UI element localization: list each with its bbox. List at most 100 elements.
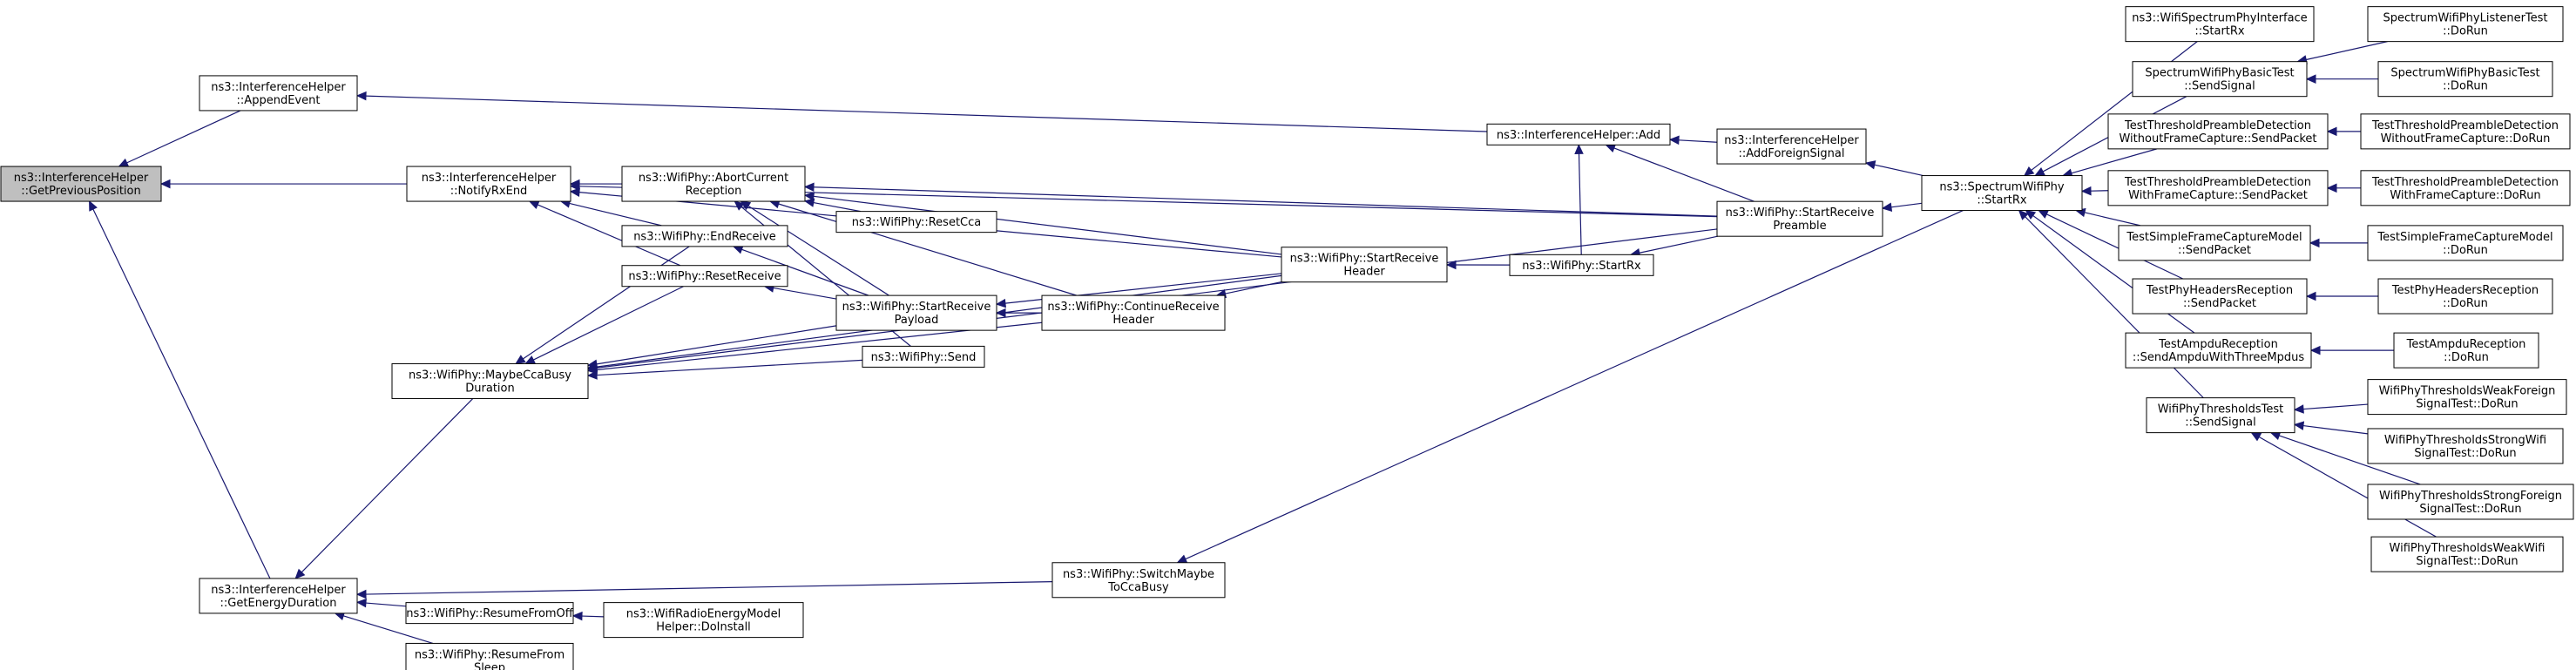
arrowhead-icon (2293, 421, 2305, 430)
call-edge-tpdwo-to-spectrum (2071, 148, 2158, 174)
call-edge-preamble-to-ihadd (1613, 147, 1755, 202)
function-node-strongforeign[interactable]: WifiPhyThresholdsStrongForeignSignalTest… (2367, 484, 2574, 520)
node-box (2377, 278, 2553, 315)
function-node-headersrun[interactable]: TestPhyHeadersReception::DoRun (2377, 278, 2553, 315)
node-box (1486, 123, 1671, 146)
arrowhead-icon (528, 200, 540, 210)
node-label: WifiPhyThresholdsWeakWifi (2390, 542, 2546, 555)
function-node-ihadd[interactable]: ns3::InterferenceHelper::Add (1486, 123, 1671, 146)
node-label: WifiPhyThresholdsStrongForeign (2379, 490, 2562, 503)
function-node-resetcca[interactable]: ns3::WifiPhy::ResetCca (835, 211, 997, 233)
function-node-headers[interactable]: TestPhyHeadersReception::SendPacket (2132, 278, 2308, 315)
node-label: ::AddForeignSignal (1739, 147, 1845, 160)
function-node-basicrun[interactable]: SpectrumWifiPhyBasicTest::DoRun (2377, 61, 2553, 98)
node-label: ns3::InterferenceHelper::Add (1497, 129, 1660, 142)
node-box (2132, 278, 2308, 315)
call-edge-listener-to-basic (2306, 41, 2388, 61)
function-node-resumeoff[interactable]: ns3::WifiPhy::ResumeFromOff (405, 602, 574, 625)
function-node-root[interactable]: ns3::InterferenceHelper::GetPreviousPosi… (0, 166, 162, 202)
node-label: ::SendSignal (2185, 416, 2255, 430)
function-node-listener[interactable]: SpectrumWifiPhyListenerTest::DoRun (2367, 6, 2564, 43)
function-node-notify[interactable]: ns3::InterferenceHelper::NotifyRxEnd (406, 166, 571, 202)
node-label: ns3::InterferenceHelper (422, 172, 557, 185)
node-label: ::DoRun (2443, 80, 2488, 93)
node-label: TestAmpduReception (2158, 338, 2278, 351)
function-node-ampdurun[interactable]: TestAmpduReception::DoRun (2393, 332, 2539, 369)
node-box (1281, 247, 1448, 283)
node-label: ns3::WifiPhy::StartReceive (1290, 253, 1439, 266)
arrowhead-icon (2305, 291, 2316, 301)
function-node-foreign[interactable]: ns3::InterferenceHelper::AddForeignSigna… (1716, 128, 1867, 165)
call-edge-foreign-to-ihadd (1678, 139, 1718, 143)
function-node-basic[interactable]: SpectrumWifiPhyBasicTest::SendSignal (2132, 61, 2308, 98)
node-label: WifiPhyThresholdsWeakForeign (2379, 385, 2556, 398)
call-edge-switchcca-to-energy (365, 580, 1053, 595)
node-label: TestThresholdPreambleDetection (2124, 119, 2311, 132)
arrowhead-icon (1176, 554, 1188, 564)
function-node-spectrum[interactable]: ns3::SpectrumWifiPhy::StartRx (1921, 175, 2083, 212)
function-node-tpdw[interactable]: TestThresholdPreambleDetectionWithFrameC… (2107, 170, 2329, 206)
node-label: ::NotifyRxEnd (450, 185, 528, 198)
function-node-send[interactable]: ns3::WifiPhy::Send (862, 345, 985, 368)
arrowhead-icon (1574, 144, 1584, 154)
function-node-simplefcrun[interactable]: TestSimpleFrameCaptureModel::DoRun (2367, 225, 2564, 261)
function-node-ampdu[interactable]: TestAmpduReception::SendAmpduWithThreeMp… (2125, 332, 2312, 369)
function-node-radio[interactable]: ns3::WifiRadioEnergyModelHelper::DoInsta… (603, 602, 804, 639)
node-label: TestThresholdPreambleDetection (2371, 176, 2559, 189)
arrowhead-icon (515, 355, 526, 365)
call-edge-ihadd-to-append (365, 95, 1488, 132)
arrowhead-icon (2293, 404, 2304, 414)
node-box (2118, 225, 2311, 261)
node-box (199, 578, 358, 614)
node-label: ns3::InterferenceHelper (14, 172, 149, 185)
function-node-endrx[interactable]: ns3::WifiPhy::EndReceive (621, 225, 788, 247)
node-label: Duration (465, 382, 514, 395)
function-node-resetrx[interactable]: ns3::WifiPhy::ResetReceive (621, 265, 788, 288)
function-node-append[interactable]: ns3::InterferenceHelper::AppendEvent (199, 75, 358, 112)
arrowhead-icon (2038, 210, 2049, 219)
node-box (2125, 332, 2312, 369)
node-label: ::StartRx (2194, 25, 2245, 38)
node-label: ns3::InterferenceHelper (211, 584, 346, 597)
node-label: ns3::WifiPhy::StartReceive (842, 301, 991, 314)
node-box (603, 602, 804, 639)
node-label: WifiPhyThresholdsStrongWifi (2384, 434, 2546, 447)
function-node-tpdwo[interactable]: TestThresholdPreambleDetectionWithoutFra… (2107, 113, 2329, 150)
node-box (862, 345, 985, 368)
function-node-weakwifi[interactable]: WifiPhyThresholdsWeakWifiSignalTest::DoR… (2370, 536, 2564, 572)
node-label: ns3::WifiPhy::StartRx (1522, 260, 1641, 273)
node-box (2367, 379, 2567, 416)
function-node-tpdwrun[interactable]: TestThresholdPreambleDetectionWithFrameC… (2360, 170, 2571, 206)
function-node-sif[interactable]: ns3::WifiSpectrumPhyInterface::StartRx (2125, 6, 2315, 43)
node-label: TestPhyHeadersReception (2146, 284, 2293, 297)
arrowhead-icon (2018, 209, 2029, 220)
call-edge-preamble-to-startrx (1639, 235, 1718, 254)
function-node-strongwifi[interactable]: WifiPhyThresholdsStrongWifiSignalTest::D… (2367, 428, 2564, 464)
node-box (405, 642, 574, 670)
call-edge-payload-to-maybecca (596, 325, 837, 365)
node-label: ns3::WifiPhy::MaybeCcaBusy (409, 369, 571, 382)
arrowhead-icon (1445, 260, 1457, 270)
function-node-tpdworun[interactable]: TestThresholdPreambleDetectionWithoutFra… (2360, 113, 2571, 150)
call-edge-simplefc-to-spectrum (2084, 212, 2140, 227)
call-edge-resumesleep-to-energy (342, 615, 434, 645)
node-label: ns3::WifiPhy::EndReceive (633, 230, 776, 243)
node-label: SpectrumWifiPhyListenerTest (2383, 12, 2547, 25)
node-box (1509, 254, 1654, 276)
function-node-thresh[interactable]: WifiPhyThresholdsTest::SendSignal (2146, 397, 2295, 434)
node-label: WithoutFrameCapture::SendPacket (2119, 132, 2316, 146)
node-box (2107, 113, 2329, 150)
function-node-startrx[interactable]: ns3::WifiPhy::StartRx (1509, 254, 1654, 276)
arrowhead-icon (803, 198, 815, 207)
function-node-simplefc[interactable]: TestSimpleFrameCaptureModel::SendPacket (2118, 225, 2311, 261)
function-node-weakforeign[interactable]: WifiPhyThresholdsWeakForeignSignalTest::… (2367, 379, 2567, 416)
function-node-energy[interactable]: ns3::InterferenceHelper::GetEnergyDurati… (199, 578, 358, 614)
